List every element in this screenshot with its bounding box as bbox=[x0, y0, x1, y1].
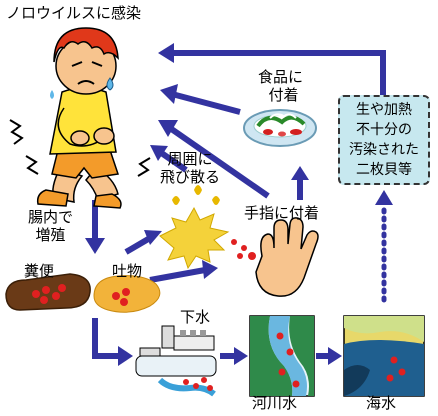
label-food-line1: 食品に bbox=[258, 68, 304, 86]
food-plate-illustration bbox=[243, 109, 317, 147]
river-illustration bbox=[249, 315, 315, 397]
label-sewage: 下水 bbox=[180, 308, 211, 326]
label-finger: 手指に付着 bbox=[244, 204, 320, 222]
arrow-person-down bbox=[85, 200, 105, 254]
diagram-title: ノロウイルスに感染 bbox=[6, 4, 142, 22]
label-feces: 糞便 bbox=[24, 262, 55, 280]
label-intestine-line1: 腸内で bbox=[28, 208, 74, 226]
return-arrow bbox=[158, 43, 386, 95]
shellfish-line-4: 二枚貝等 bbox=[356, 162, 412, 178]
shellfish-line-1: 生や加熱 bbox=[356, 102, 412, 118]
label-food-line2: 付着 bbox=[268, 86, 299, 104]
label-sea: 海水 bbox=[366, 394, 397, 412]
label-scatter-line1: 周囲に bbox=[167, 150, 213, 168]
shellfish-box: 生や加熱 不十分の 汚染された 二枚貝等 bbox=[338, 95, 430, 185]
splash-illustration bbox=[159, 185, 247, 270]
feces-illustration bbox=[5, 273, 91, 311]
shellfish-line-2: 不十分の bbox=[356, 122, 412, 138]
label-scatter-line2: 飛び散る bbox=[160, 168, 221, 186]
hand-illustration bbox=[248, 217, 319, 297]
label-intestine: 腸内で 増殖 bbox=[28, 208, 73, 244]
arrow-to-sewage bbox=[92, 318, 133, 366]
label-vomit: 吐物 bbox=[112, 262, 143, 280]
label-scatter: 周囲に 飛び散る bbox=[160, 150, 220, 186]
sick-person-illustration bbox=[9, 27, 151, 209]
arrow-scatter-to-person bbox=[150, 145, 188, 173]
shellfish-line-3: 汚染された bbox=[349, 142, 419, 158]
label-river: 河川水 bbox=[252, 394, 298, 412]
vomit-illustration bbox=[93, 275, 161, 313]
label-intestine-line2: 増殖 bbox=[35, 226, 66, 244]
arrow-finger-to-food bbox=[291, 166, 309, 200]
arrow-sea-to-shellfish bbox=[375, 190, 393, 303]
arrow-food-to-person bbox=[160, 84, 241, 115]
sewage-plant-illustration bbox=[135, 325, 217, 397]
label-food: 食品に 付着 bbox=[258, 68, 303, 104]
arrow-finger-to-person bbox=[158, 120, 270, 199]
arrow-vomit-to-scatter bbox=[124, 230, 162, 255]
arrow-river-to-sea bbox=[316, 347, 342, 365]
sea-illustration bbox=[343, 315, 425, 397]
arrow-sewage-to-river bbox=[220, 347, 248, 365]
arrow-vomit-to-finger bbox=[149, 260, 218, 283]
